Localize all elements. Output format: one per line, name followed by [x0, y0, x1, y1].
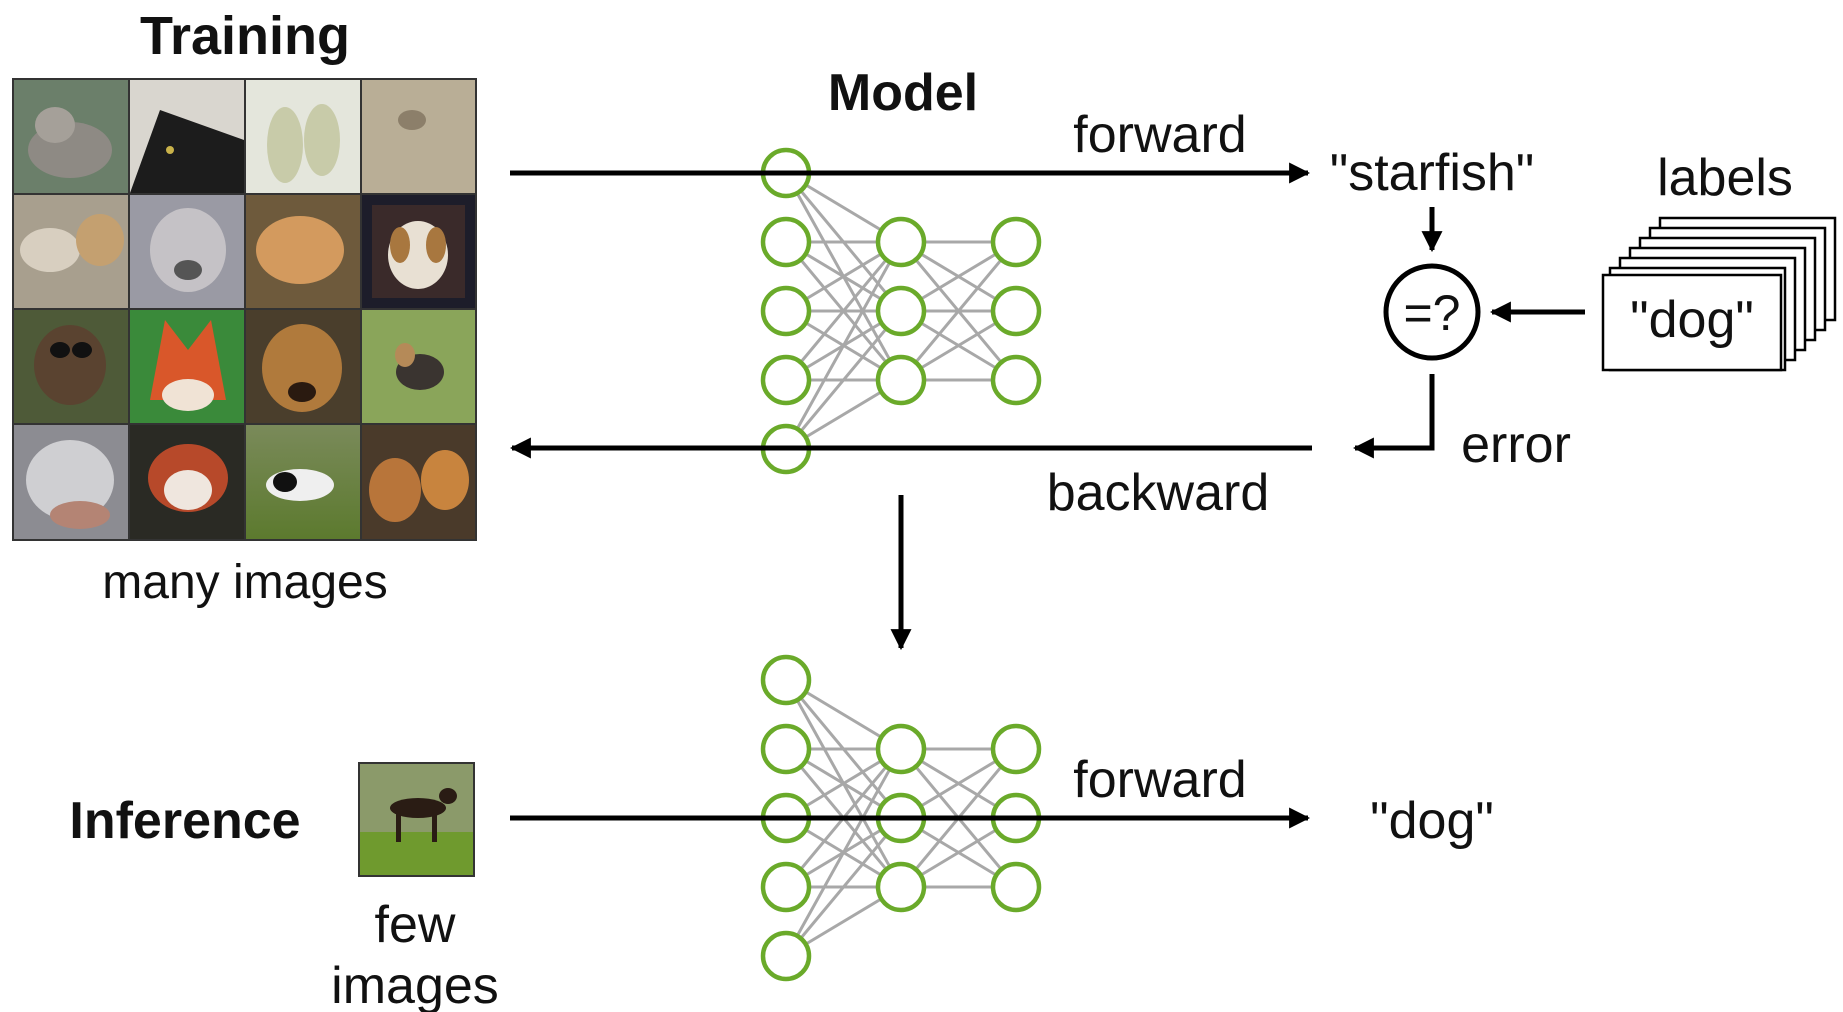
training-title: Training [140, 6, 350, 66]
forward-label: forward [1073, 106, 1246, 164]
training-caption: many images [102, 556, 387, 609]
network-edge [784, 817, 903, 957]
inference-output-label: "dog" [1370, 792, 1494, 850]
network-node-layer-1 [760, 216, 812, 268]
tile-grey-cat [14, 425, 128, 539]
network-edge [784, 241, 903, 450]
network-edge [784, 310, 903, 450]
network-node-layer-2 [875, 216, 927, 268]
labels-title: labels [1657, 149, 1793, 207]
network-node-layer-3 [990, 216, 1042, 268]
network-node-layer-1 [760, 285, 812, 337]
tile-terrier [362, 310, 475, 423]
neural-network-training [760, 147, 1042, 475]
tile-black-white-dog [246, 425, 360, 539]
network-node-layer-3 [990, 861, 1042, 913]
inference-caption-line1: few [375, 896, 456, 954]
backward-label: backward [1047, 464, 1270, 522]
network-node-layer-2 [875, 354, 927, 406]
label-card-text: "dog" [1630, 291, 1754, 349]
tile-two-brown-dogs [362, 425, 475, 539]
compare-node: =? [1383, 263, 1481, 361]
network-node-layer-1 [760, 723, 812, 775]
label-card-front [1601, 273, 1783, 372]
network-edge [899, 241, 1018, 381]
tile-black-cat [130, 80, 244, 193]
error-label: error [1461, 416, 1571, 474]
network-node-layer-3 [990, 285, 1042, 337]
model-title: Model [828, 64, 978, 122]
tile-fluffy-cat [246, 195, 360, 308]
network-node-layer-2 [875, 285, 927, 337]
tile-wolf [130, 195, 244, 308]
network-node-layer-3 [990, 354, 1042, 406]
tile-red-fox [130, 310, 244, 423]
inference-forward-label: forward [1073, 751, 1246, 809]
inference-title: Inference [69, 792, 300, 850]
tile-brown-dog [246, 310, 360, 423]
inference-image [358, 762, 475, 877]
network-node-layer-1 [760, 654, 812, 706]
prediction-label: "starfish" [1330, 144, 1535, 202]
network-edge [784, 241, 903, 381]
network-edge [784, 748, 903, 957]
compare-symbol: =? [1403, 285, 1460, 341]
tile-polar-bears [246, 80, 360, 193]
network-node-layer-2 [875, 861, 927, 913]
network-node-layer-1 [760, 930, 812, 982]
neural-network-inference [760, 654, 1042, 982]
inference-caption-line2: images [331, 957, 499, 1012]
tile-two-dogs [14, 195, 128, 308]
tile-white-puppy [362, 195, 475, 308]
tile-small-dog-floor [362, 80, 475, 193]
network-node-layer-3 [990, 723, 1042, 775]
error-path-line [1352, 374, 1435, 459]
label-card-stack: "dog" [1601, 216, 1837, 372]
network-node-layer-2 [875, 723, 927, 775]
tile-monkey [14, 310, 128, 423]
training-image-grid [12, 78, 477, 541]
tile-guinea-pig [14, 80, 128, 193]
tile-red-panda [130, 425, 244, 539]
network-node-layer-1 [760, 861, 812, 913]
network-node-layer-1 [760, 354, 812, 406]
